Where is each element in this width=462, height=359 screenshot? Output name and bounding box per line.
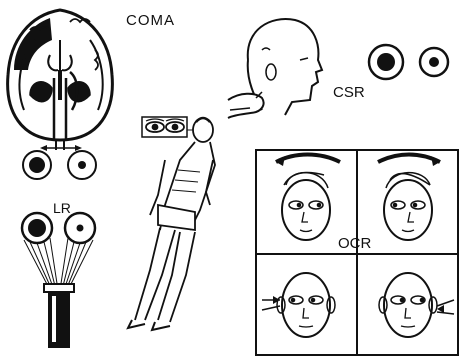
brain-coronal-section-icon <box>8 10 113 150</box>
ciliospinal-reflex-head-icon <box>228 19 322 118</box>
comatose-patient-figure-icon <box>128 117 215 330</box>
pupil-pair-icon <box>23 145 96 179</box>
csr-label: CSR <box>333 84 365 101</box>
lr-label: LR <box>53 200 71 216</box>
coma-label: COMA <box>126 12 175 29</box>
oculocephalic-reflex-panel-icon <box>256 150 458 355</box>
ocr-label: OCR <box>338 235 372 252</box>
csr-pupil-pair-icon <box>369 45 448 79</box>
light-reflex-diagram-icon <box>22 213 95 348</box>
